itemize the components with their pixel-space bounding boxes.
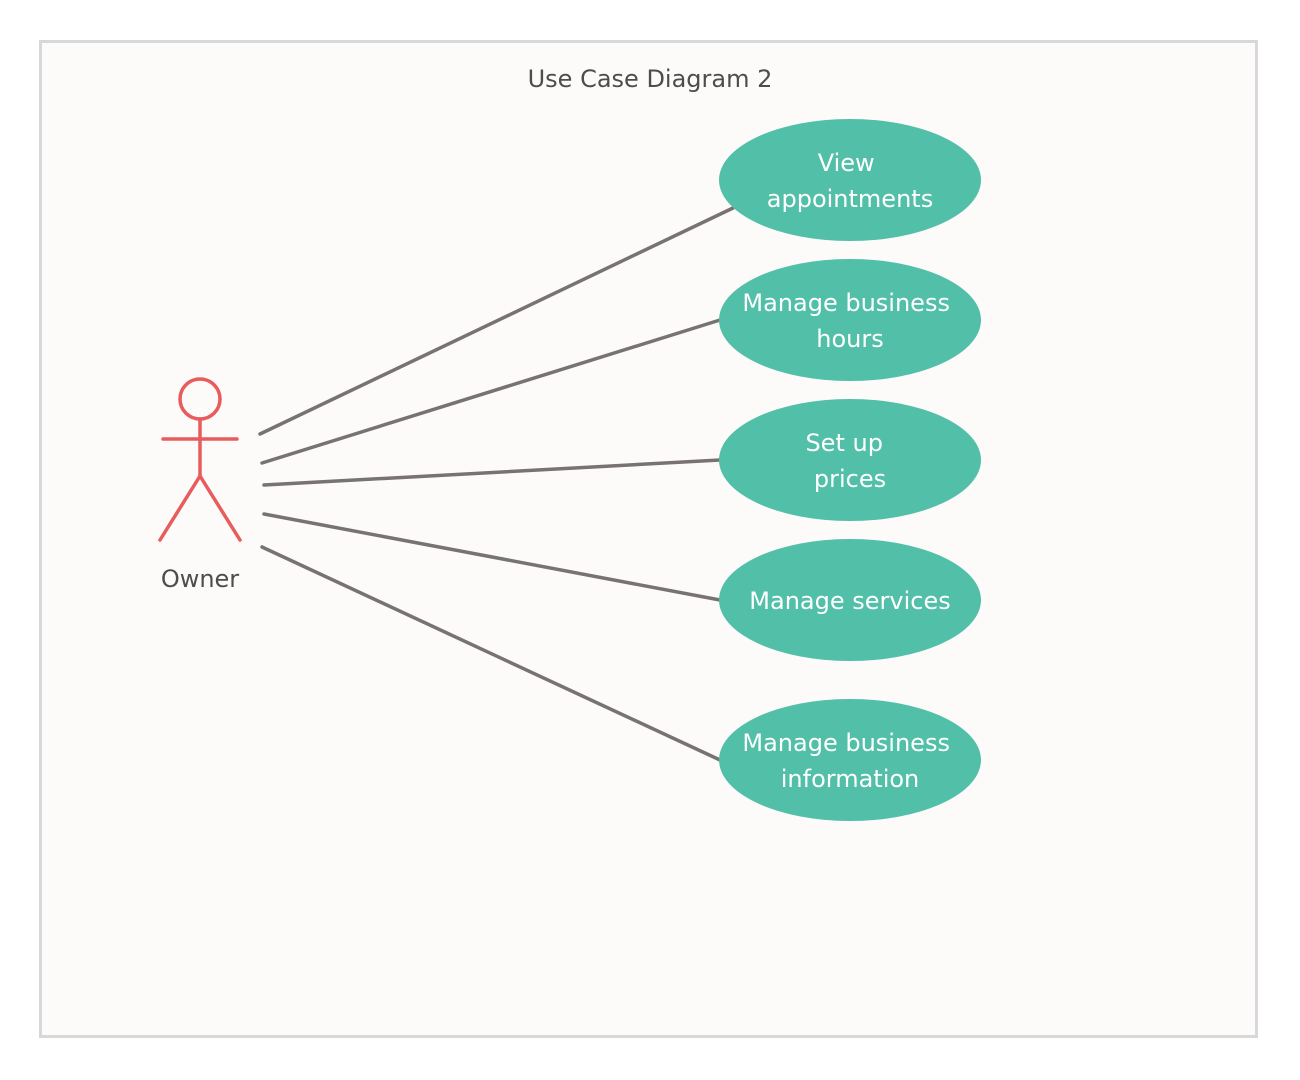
use-case-manage-business-hours[interactable]: Manage business hours xyxy=(719,259,981,381)
connector-set-up-prices xyxy=(262,458,722,487)
connector-manage-business-hours xyxy=(260,318,722,465)
use-case-label-line: prices xyxy=(814,465,886,493)
actor-label: Owner xyxy=(161,565,239,593)
connector-manage-business-information xyxy=(260,545,722,762)
use-case-label: Manage services xyxy=(749,587,950,615)
use-case-label: Manage business hours xyxy=(742,289,957,353)
use-case-label-line: Manage services xyxy=(749,587,950,615)
use-case-ellipse xyxy=(719,539,981,661)
actor-owner[interactable] xyxy=(158,377,242,542)
use-case-ellipse xyxy=(719,399,981,521)
use-case-ellipse xyxy=(719,119,981,241)
actor-head xyxy=(178,377,222,421)
use-case-manage-business-information[interactable]: Manage business information xyxy=(719,699,981,821)
actor-right-leg xyxy=(198,474,242,542)
connector-manage-services xyxy=(262,512,722,602)
connector-view-appointments xyxy=(258,206,735,436)
use-case-ellipse xyxy=(719,699,981,821)
use-case-view-appointments[interactable]: View appointments xyxy=(719,119,981,241)
use-case-label-line: Manage business xyxy=(742,289,950,317)
use-case-label: View appointments xyxy=(767,149,933,213)
use-case-label: Manage business information xyxy=(742,729,957,793)
use-case-set-up-prices[interactable]: Set up prices xyxy=(719,399,981,521)
use-case-manage-services[interactable]: Manage services xyxy=(719,539,981,661)
connectors xyxy=(258,206,735,762)
use-case-label-line: Set up xyxy=(805,429,882,457)
diagram-title: Use Case Diagram 2 xyxy=(528,65,773,93)
use-case-label: Set up prices xyxy=(805,429,890,493)
use-case-label-line: hours xyxy=(816,325,883,353)
use-case-ellipse xyxy=(719,259,981,381)
diagram-frame xyxy=(39,40,1258,1038)
use-case-label-line: information xyxy=(781,765,920,793)
use-case-label-line: Manage business xyxy=(742,729,950,757)
actor-left-leg xyxy=(158,474,202,542)
use-case-label-line: appointments xyxy=(767,185,933,213)
use-case-label-line: View xyxy=(818,149,875,177)
